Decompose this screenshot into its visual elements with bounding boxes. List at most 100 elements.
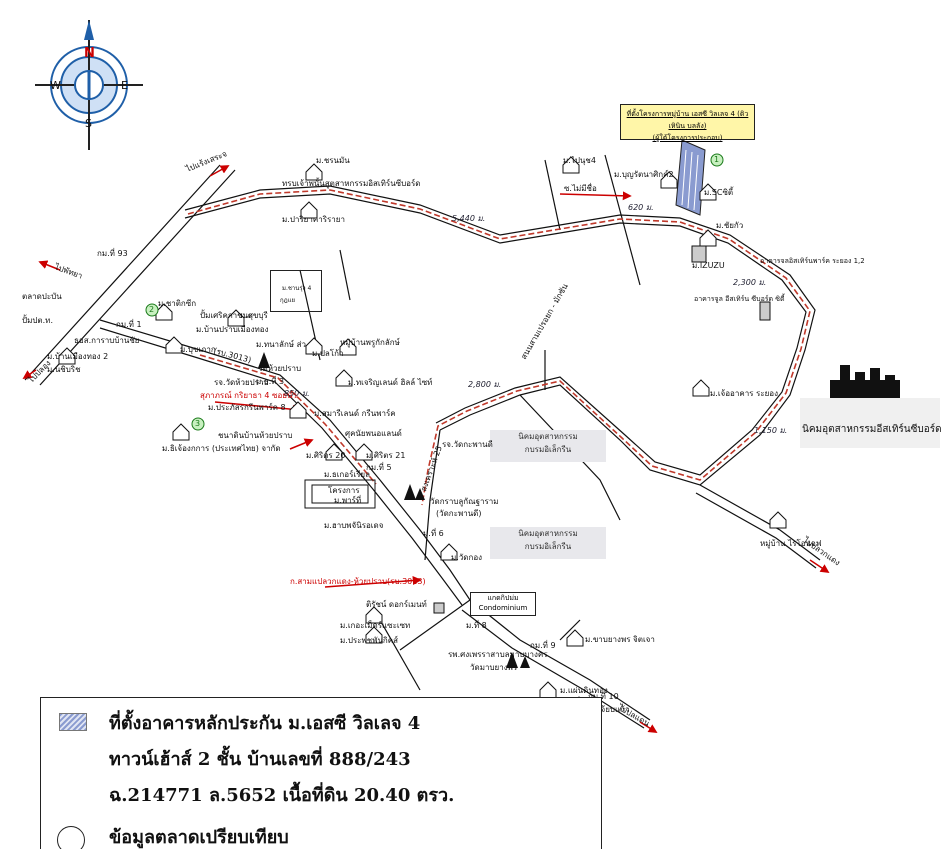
map-label: ม.ปลโก้า [312,349,344,358]
map-label: ปั้มเศริคกาชนะ [200,311,253,320]
distance-label: 2,300 ม. [733,278,767,287]
map-label: ธอส.การาบบ้านชัย [74,336,140,345]
zone-label: นิคมอุตสาหกรรม [518,529,578,538]
map-label: ม.ธเกอร์เรียล [324,470,370,479]
map-label: วัดห้วยปราบ [258,364,302,373]
map-label: ม.วัดกอง [451,553,483,562]
marker-2: 2 [149,305,155,314]
legend-line-2: ทาวน์เฮ้าส์ 2 ชั้น บ้านเลขที่ 888/243 [109,749,411,770]
map-label: ม.ที่ 6 [423,529,444,538]
zone-label: นิคมอุตสาหกรรม [518,432,578,441]
house-icons [58,156,787,714]
industrial-zone: นิคมอุตสาหกรรม กบรมอิเล็กรีน [490,527,606,559]
map-label: กม.ที่ 93 [97,249,128,258]
map-label: ม.SCซิตี้ [704,188,734,197]
industrial-zone: นิคมอุตสาหกรรม กบรมอิเล็กรีน [490,430,606,462]
map-label: รจ.วัดห้วยปราบ [214,378,269,387]
legend-line-4: ข้อมูลตลาดเปรียบเทียบ [109,827,289,848]
map-label: ม.ชัยกัว [716,221,744,230]
map-label: ม.ไปนุช4 [563,156,596,165]
map-label: ตลาดปะบัน [22,292,62,301]
condominium-box: แกดกิปม่ม Condominium [470,592,536,616]
map-label: ก.สามแปลวกแดง-ห้วยปราบ(รบ.3013) [290,577,426,586]
map-label: อาคารจูล อีสเทิร์น ซีบอร์ด ซิตี้ [694,295,785,303]
map-label: ม.ธิเจ้องกการ (ประเทศไทย) จากัด [162,444,281,453]
map-label: ม.สมารีเลนด์ กรีนพาร์ค [314,409,396,418]
map-label: ม.ศุขบุรี [240,311,268,320]
map-label: กม.ที่ 10 [588,692,619,701]
map-label: ม.ปาริยาคาริรายา [282,215,345,224]
map-label: ม.ขาบยางพร จิตเจา [585,635,655,644]
map-label: ม.เกอะเม็ดร์แซะเซท [340,621,411,630]
legend-line-1: ที่ตั้งอาคารหลักประกัน ม.เอสซี วิลเลจ 4 [109,713,421,734]
project-box [270,270,322,312]
map-label: ม.ทนาลักษ์ ส่ว [256,340,306,349]
map-label: สุภาภรณ์ กริยาธา 4 ซอยนัว [200,391,297,400]
distance-label: 1,150 ม. [754,426,788,435]
map-label: ม.บุชเภาก [180,345,216,354]
map-label: ม.ทเจริญเลนด์ ฮิลล์ ไซท์ [348,378,433,387]
map-label: ศุคนัยพนอแลนด์ [345,429,402,438]
route-to-property [187,189,811,506]
distance-label: 620 ม. [628,203,654,212]
distance-label: 2,800 ม. [468,380,502,389]
compass-west: W [50,79,61,92]
compass-north: N [84,46,95,61]
callout-line-1: ที่ตั้งโครงการหมู่บ้าน เอสซี วิลเลจ 4 (ด… [626,110,749,130]
map-label: ปั้มปต.ท. [22,316,53,325]
map-label: ม.บ้านปราบเมืองทอง [196,325,269,334]
temple-icons [258,352,530,668]
building-blocks [304,245,771,614]
map-label: ม.บุญรัตนาศิกค์2 [614,170,674,179]
marker-3: 3 [195,419,201,428]
map-label: ม.ที่ 8 [466,621,487,630]
direction-arrows [22,165,830,733]
condo-label: Condominium [478,604,528,612]
map-label: หมู่บ้าน ไรโอนอฟ [760,539,822,548]
distance-label: 850 ม. [284,389,310,398]
map-label: วัดมาบยางพร [470,663,518,672]
map-label: ติรัชน์ ดอกร์เมนท์ [366,600,427,609]
zone-label: กบรมอิเล็กรีน [524,445,572,454]
map-label: รจ.วัดกะพานดี [442,440,493,449]
map-label: กม.ที่ 1 [116,320,142,329]
marker-1: 1 [714,155,720,164]
map-label: ซ.ไม่มีชื่อ [564,184,597,193]
map-label: อาคารจลอิสเทิร์นพาร์ค ระยอง 1,2 [760,257,865,265]
map-label: ม.พาร์ที่ [334,496,362,505]
map-label: ม.ศิริตร 20 [306,451,346,460]
legend-line-3: ฉ.214771 ล.5652 เนื้อที่ดิน 20.40 ตรว. [109,785,455,806]
map-label: กุฎแย [280,297,296,304]
legend-hatch-swatch [59,713,87,731]
legend-box: ที่ตั้งอาคารหลักประกัน ม.เอสซี วิลเลจ 4 … [40,697,602,849]
map-label: ม.บ้านเมืองทอง 2 [47,352,109,361]
map-label: ชนาดินบ้านห้วยปราบ [218,431,293,440]
map-label: วัดกราบลูกัณฐาราม [430,497,499,506]
map-label: กม.ที่ 9 [530,641,556,650]
map-label: รพ.ศงเพรราสาบลมาบบางคร [448,650,548,659]
map-label: ม.นชิบริช [47,365,81,374]
map-label: ม.ศิริตร 21 [366,451,406,460]
property-building-icon [675,139,706,216]
map-label: ม.ฮาบพจันิรอเดจ [324,521,384,530]
map-label: ม.เจ้ยบแก้ว [590,705,630,714]
map-label: ม.ชานรุ่ง 4 [282,285,312,292]
map-label: ม.ประพชพันกิคส์ [340,636,399,645]
legend-circle-icon [57,826,85,849]
road-network [24,154,821,729]
map-label: หมู่บ้านพรูกักลักษ์ [340,338,400,347]
compass-rose-icon [35,20,143,150]
compass-east: E [121,79,128,92]
map-label: ทรบเจ้าพนั้นสูตสาหกรรมอิสเทิร์นซีบอร์ด [282,179,421,188]
map-label: ม.ประภัสรกรีนพาร์ค 8 [208,403,286,412]
condo-label: แกดกิปม่ม [487,594,519,602]
property-callout: ที่ตั้งโครงการหมู่บ้าน เอสซี วิลเลจ 4 (ด… [620,104,755,142]
map-label: ม.ธ.ที่ 3 [256,377,285,386]
callout-line-2: (ผู้ใต้โครงการประกอบ) [652,134,723,142]
industrial-zone-east [800,398,940,448]
map-label: กม.ที่ 5 [366,463,392,472]
map-label: นิคมอุตสาหกรรมอีสเทิร์นซีบอร์ด [802,424,942,435]
industrial-estate-icon [830,365,900,400]
